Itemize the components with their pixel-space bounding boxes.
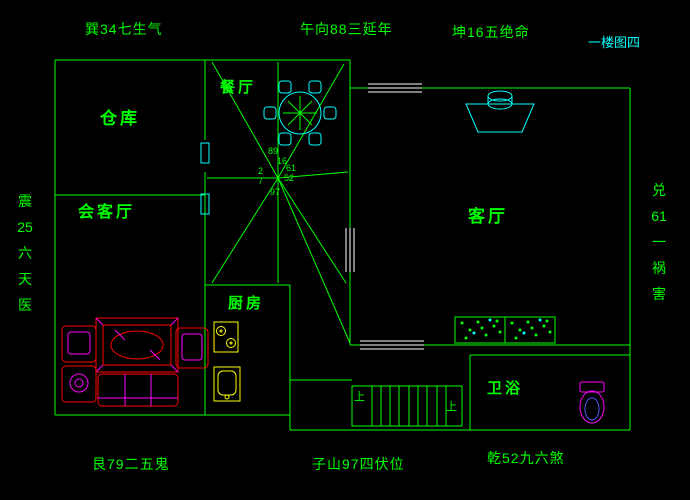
sofa-set-icon bbox=[61, 317, 209, 407]
annotation-top-left: 巽34七生气 bbox=[85, 21, 163, 37]
room-label-living: 客厅 bbox=[468, 207, 508, 226]
dining-table-icon bbox=[263, 80, 337, 146]
stairs-up-label-right: 上 bbox=[446, 401, 457, 413]
compass-number-left-lower: 7 bbox=[258, 176, 264, 186]
stove-icon bbox=[465, 90, 535, 133]
room-label-kitchen: 厨房 bbox=[228, 295, 265, 312]
kitchen-fixture-icons bbox=[213, 321, 241, 402]
right-side-char: 祸 bbox=[652, 260, 666, 276]
window-icons bbox=[345, 83, 424, 350]
walls bbox=[54, 59, 631, 431]
left-side-char: 医 bbox=[18, 297, 32, 313]
annotation-bottom-right: 乾52九六煞 bbox=[487, 450, 565, 466]
annotation-top-center: 午向88三延年 bbox=[300, 21, 393, 37]
compass-number-top: 89 bbox=[268, 146, 279, 156]
compass-number-upper: 16 bbox=[277, 156, 288, 166]
annotation-bottom-left: 艮79二五鬼 bbox=[92, 456, 170, 472]
left-side-char: 25 bbox=[17, 219, 33, 235]
drawing-title: 一楼图四 bbox=[588, 35, 641, 50]
annotation-bottom-center: 子山97四伏位 bbox=[312, 456, 405, 472]
compass-rays bbox=[207, 61, 351, 344]
right-side-char: 一 bbox=[652, 234, 666, 250]
compass-number-left-upper: 2 bbox=[258, 166, 264, 176]
room-label-storage: 仓库 bbox=[100, 109, 140, 128]
right-side-char: 兑 bbox=[652, 182, 666, 198]
room-label-dining: 餐厅 bbox=[220, 79, 257, 96]
left-side-char: 六 bbox=[18, 245, 32, 261]
annotation-top-right: 坤16五绝命 bbox=[452, 24, 530, 40]
room-label-reception: 会客厅 bbox=[78, 204, 136, 221]
compass-number-bottom: 97 bbox=[270, 187, 281, 197]
compass-number-right-lower: 52 bbox=[284, 173, 295, 183]
left-side-char: 震 bbox=[18, 193, 32, 209]
left-side-char: 天 bbox=[18, 271, 32, 287]
compass-number-right-upper: 61 bbox=[286, 163, 297, 173]
planter-icons bbox=[454, 316, 556, 344]
annotation-right-side: 兑 61 一 祸 害 bbox=[646, 183, 672, 313]
right-side-char: 61 bbox=[651, 208, 667, 224]
toilet-icon bbox=[579, 381, 605, 424]
annotation-left-side: 震 25 六 天 医 bbox=[12, 194, 38, 324]
stairs-up-label-left: 上 bbox=[354, 391, 365, 403]
room-label-bath: 卫浴 bbox=[487, 380, 524, 397]
stairs-icon bbox=[351, 385, 463, 427]
door-frame-icons bbox=[200, 142, 210, 215]
right-side-char: 害 bbox=[652, 286, 666, 302]
